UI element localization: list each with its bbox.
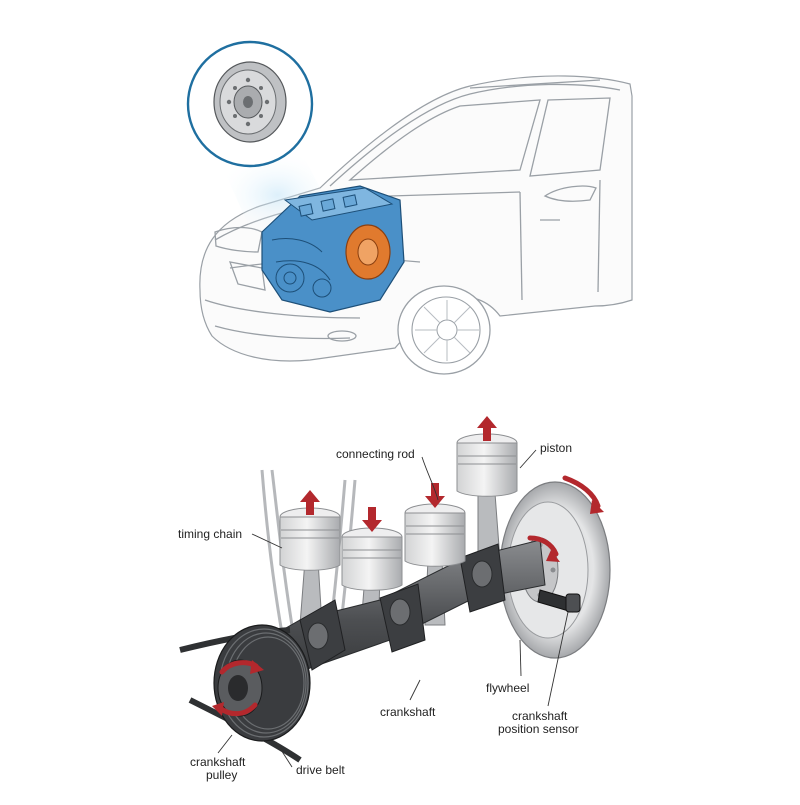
label-crankshaft: crankshaft [380, 705, 436, 719]
crankshaft-position-sensor [537, 589, 581, 613]
label-connecting-rod: connecting rod [336, 447, 415, 461]
label-crankshaft-pulley-line2: pulley [206, 768, 237, 782]
crankshaft-pulley [213, 624, 311, 742]
front-wheel [397, 285, 491, 375]
down-arrow-icon [362, 507, 382, 532]
flywheel-callout [186, 40, 314, 168]
engine-cutaway: connecting rod piston timing chain flywh… [178, 416, 611, 782]
piston-2 [341, 527, 403, 591]
engine-flywheel-icon [345, 224, 391, 280]
leader-lines [217, 449, 569, 768]
label-crankshaft-pulley-line1: crankshaft [190, 755, 246, 769]
label-flywheel: flywheel [486, 681, 529, 695]
piston-1 [279, 507, 341, 571]
flywheel-callout-icon [213, 61, 287, 143]
label-crankshaft-position-sensor-line1: crankshaft [512, 709, 568, 723]
piston-3 [404, 503, 466, 567]
down-arrow-icon [425, 483, 445, 508]
up-arrow-icon [477, 416, 497, 441]
up-arrow-icon [300, 490, 320, 515]
label-piston: piston [540, 441, 572, 455]
engine-icon [261, 185, 405, 313]
curved-red-arrow-icon [562, 475, 601, 509]
piston-4 [456, 433, 518, 497]
label-drive-belt: drive belt [296, 763, 345, 777]
curved-red-arrow-icon [527, 535, 559, 557]
label-crankshaft-position-sensor-line2: position sensor [498, 722, 579, 736]
motion-arrows [300, 416, 497, 532]
label-timing-chain: timing chain [178, 527, 242, 541]
